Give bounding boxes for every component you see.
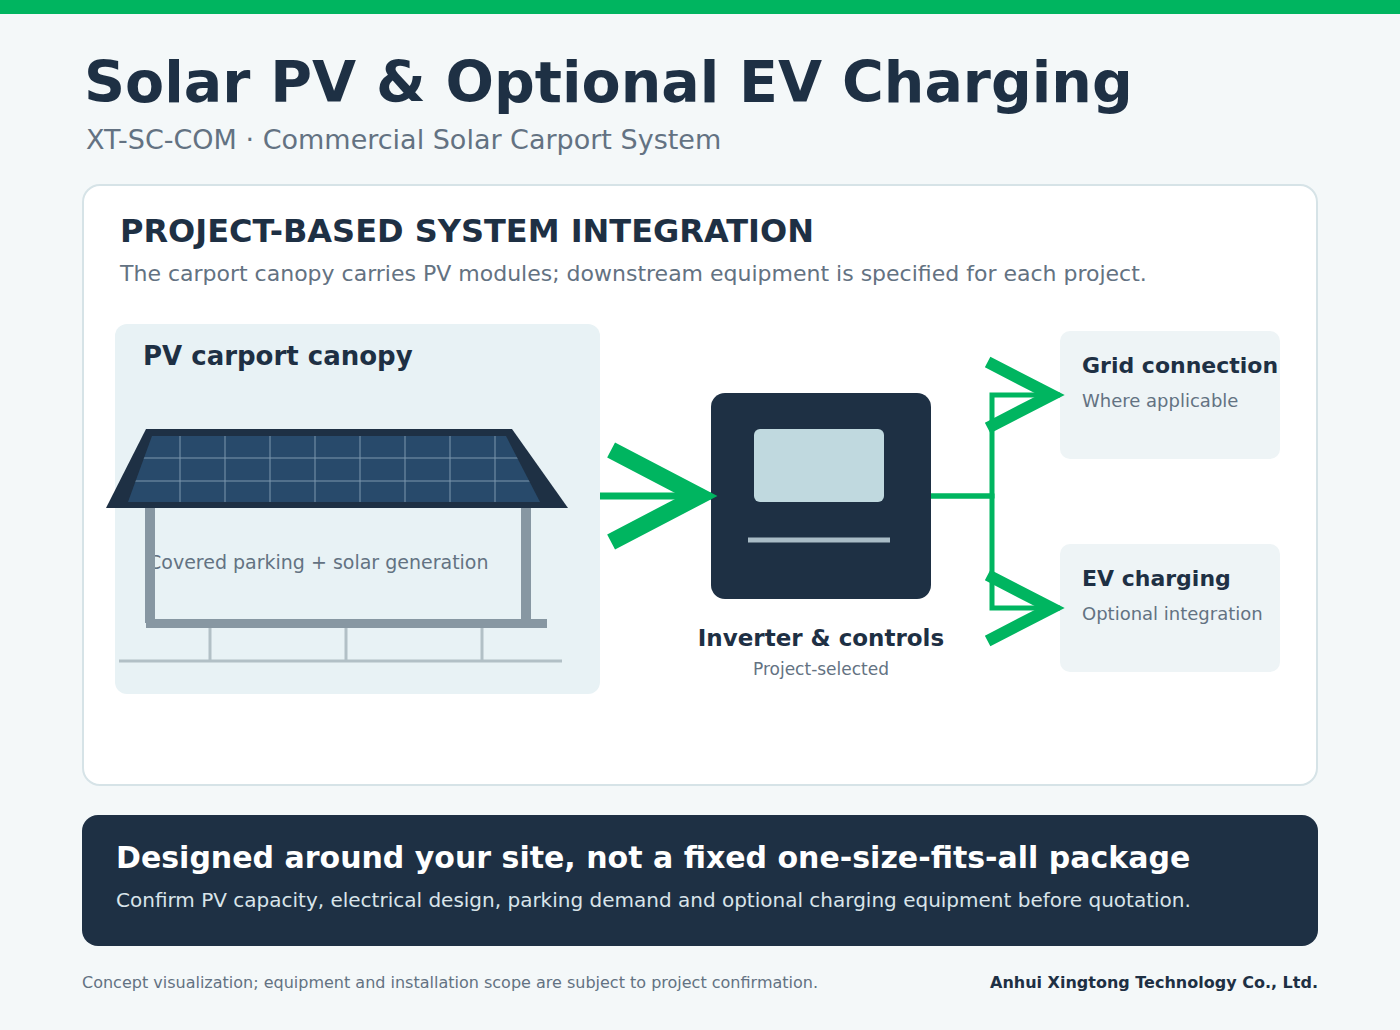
process-box: EV chargingOptional integration [1060, 544, 1280, 672]
carport-illustration [106, 429, 568, 661]
canopy-roof [106, 429, 568, 508]
arrow-head [988, 362, 1052, 428]
process-box: PV carport canopyCovered parking + solar… [115, 324, 600, 694]
flow-connector [931, 496, 1060, 641]
footer-note: Concept visualization; equipment and ins… [82, 974, 818, 992]
node-body: Covered parking + solar generation [148, 552, 489, 574]
solar-panel-array [128, 436, 540, 502]
node-heading: EV charging [1082, 566, 1231, 591]
node-heading: Designed around your site, not a fixed o… [116, 841, 1190, 876]
connector-line [931, 395, 1060, 496]
process-box: Inverter & controlsProject-selected [711, 393, 931, 599]
carport-post [521, 505, 531, 621]
subtitle: XT-SC-COM · Commercial Solar Carport Sys… [86, 124, 721, 155]
node-body: Project-selected [641, 660, 1001, 680]
node-body: Confirm PV capacity, electrical design, … [116, 889, 1191, 912]
node-body: Optional integration [1082, 604, 1263, 625]
flow-connector [931, 362, 1060, 496]
company-name: Anhui Xingtong Technology Co., Ltd. [990, 974, 1318, 992]
inverter-face [748, 429, 890, 540]
parking-divider [345, 628, 348, 660]
summary-band: Designed around your site, not a fixed o… [82, 815, 1318, 946]
ground-line [119, 660, 562, 663]
arrow-head [611, 450, 699, 542]
inverter-slot [748, 538, 890, 543]
node-heading: Inverter & controls [641, 625, 1001, 651]
arrow-head [988, 575, 1052, 641]
connector-line [931, 496, 1060, 608]
carport-post [145, 505, 155, 623]
panel-grid [120, 430, 560, 505]
connector-line [600, 493, 711, 500]
node-body: Where applicable [1082, 391, 1238, 412]
node-heading: Grid connection [1082, 353, 1278, 378]
top-accent-bar [0, 0, 1400, 14]
page-title: Solar PV & Optional EV Charging [84, 50, 1133, 116]
process-box: Grid connectionWhere applicable [1060, 331, 1280, 459]
inverter-screen [754, 429, 884, 502]
carport-beam [146, 619, 547, 628]
node-body: The carport canopy carries PV modules; d… [120, 261, 1147, 286]
panel-box: PROJECT-BASED SYSTEM INTEGRATION The carp… [82, 184, 1318, 786]
parking-divider [209, 628, 212, 660]
node-heading: PROJECT-BASED SYSTEM INTEGRATION [120, 213, 814, 250]
parking-divider [481, 628, 484, 660]
flow-connector [600, 450, 711, 542]
node-heading: PV carport canopy [143, 342, 413, 372]
